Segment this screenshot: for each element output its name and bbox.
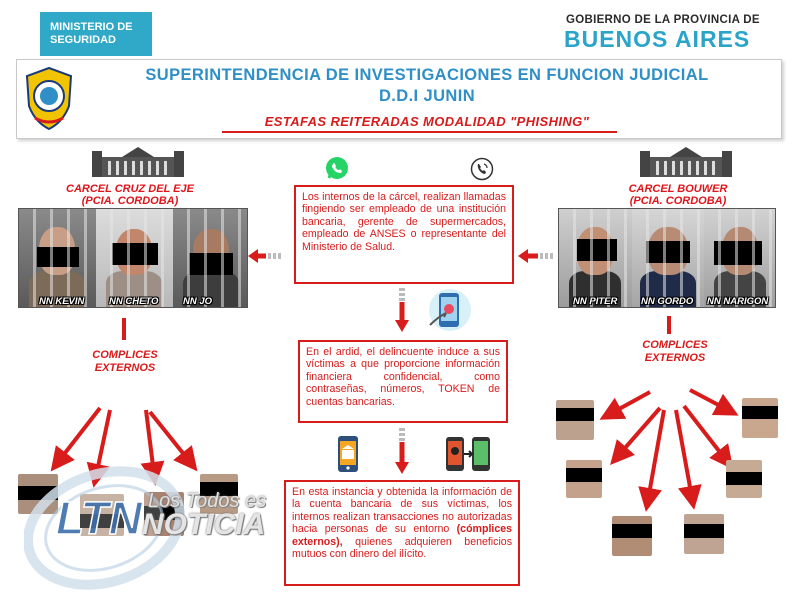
prison-left-label: CARCEL CRUZ DEL EJE (PCIA. CORDOBA): [40, 183, 220, 207]
arrow-step1-to-step2: [395, 288, 409, 332]
phone-call-icon: [470, 157, 494, 181]
inmate-name: NN PITER: [573, 296, 618, 307]
accomplice-photo: [80, 494, 124, 536]
gobierno-line2: BUENOS AIRES: [564, 26, 751, 52]
accomplice-photo: [556, 400, 594, 440]
whatsapp-icon: [326, 157, 348, 179]
prison-icon: [640, 147, 732, 177]
gobierno-line1: GOBIERNO DE LA PROVINCIA DE: [566, 14, 760, 26]
bank-phone-icon: [338, 436, 358, 472]
step3-text-part2: quienes adquieren beneficios mutuos con …: [292, 535, 512, 561]
inmate-photo: [173, 209, 247, 307]
watermark-tagline: Los Todos es: [148, 490, 267, 512]
title-banner: SUPERINTENDENCIA DE INVESTIGACIONES EN F…: [16, 59, 782, 139]
title-line2: D.D.I JUNIN: [378, 87, 476, 105]
inmate-name: NN NARIGON: [707, 296, 769, 307]
prison-icon: [92, 147, 184, 177]
hacker-transfer-icon: [446, 437, 490, 471]
ltn-watermark-logo: LTN: [24, 466, 186, 590]
watermark-noticia: NOTICIA: [142, 508, 266, 541]
inmate-photo: [96, 209, 173, 307]
arrow-step2-to-step3: [395, 428, 409, 474]
complices-left-label: COMPLICES EXTERNOS: [80, 349, 170, 375]
prison-right-photos: NN PITER NN GORDO NN NARIGON: [558, 208, 776, 308]
inmate-name: NN CHETO: [109, 296, 159, 307]
prison-left-province: (PCIA. CORDOBA): [81, 195, 179, 207]
accomplice-photo: [726, 460, 762, 498]
step2-text: En el ardid, el delincuente induce a sus…: [306, 346, 500, 408]
step1-text: Los internos de la cárcel, realizan llam…: [302, 191, 506, 253]
arrow-from-right-prison: [518, 249, 553, 263]
complices-right-label: COMPLICES EXTERNOS: [630, 339, 720, 365]
phishing-phone-icon: [429, 289, 471, 331]
arrow-to-left-prison: [248, 249, 281, 263]
prison-right-province: (PCIA. CORDOBA): [629, 195, 727, 207]
accomplice-photo: [742, 398, 778, 438]
inmate-name: NN GORDO: [641, 296, 694, 307]
subtitle: ESTAFAS REITERADAS MODALIDAD "PHISHING": [264, 114, 590, 129]
inmate-photo: [19, 209, 96, 307]
arrow-fan-right: [599, 388, 739, 512]
step3-box: En esta instancia y obtenida la informac…: [284, 480, 520, 586]
accomplice-photo: [612, 516, 652, 556]
step3-text-bold: (cómplices externos),: [292, 523, 512, 548]
step1-box: Los internos de la cárcel, realizan llam…: [294, 185, 514, 284]
inmate-photo: [559, 209, 632, 307]
step2-box: En el ardid, el delincuente induce a sus…: [298, 340, 508, 423]
prison-left-photos: NN KEVIN NN CHETO NN JO: [18, 208, 248, 308]
complices-left-line1: COMPLICES: [92, 349, 158, 361]
inmate-photo: [704, 209, 775, 307]
ministerio-text: MINISTERIO DE SEGURIDAD: [50, 21, 133, 46]
complices-right-line2: EXTERNOS: [644, 352, 706, 364]
inmate-name: NN KEVIN: [39, 296, 85, 307]
title-line1: SUPERINTENDENCIA DE INVESTIGACIONES EN F…: [145, 66, 709, 84]
accomplice-photo: [200, 474, 238, 514]
prison-right-name: CARCEL BOUWER: [628, 183, 728, 195]
step3-text-part1: En esta instancia y obtenida la informac…: [292, 486, 512, 536]
prison-left-name: CARCEL CRUZ DEL EJE: [66, 183, 194, 195]
ltn-letters: LTN: [56, 492, 143, 544]
complices-right-line1: COMPLICES: [642, 339, 708, 351]
inmate-name: NN JO: [183, 296, 213, 307]
complices-left-line2: EXTERNOS: [94, 362, 156, 374]
ministerio-logo: MINISTERIO DE SEGURIDAD: [40, 12, 152, 56]
police-badge-icon: [25, 66, 73, 131]
accomplice-photo: [566, 460, 602, 498]
subtitle-underline: [222, 131, 617, 133]
accomplice-photo: [684, 514, 724, 554]
prison-right-label: CARCEL BOUWER (PCIA. CORDOBA): [588, 183, 768, 207]
inmate-photo: [632, 209, 704, 307]
